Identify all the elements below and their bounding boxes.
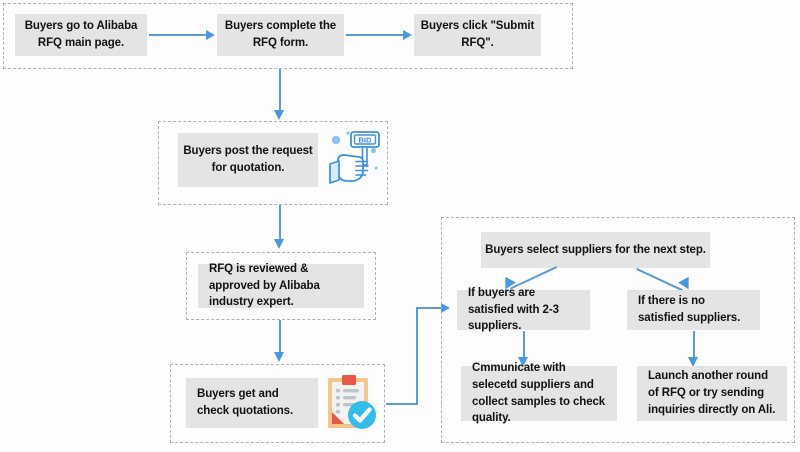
arrow-goto-to-complete-head (206, 30, 215, 40)
arrow-review-to-quotations-head (274, 352, 284, 362)
arrow-complete-to-submit-head (403, 30, 412, 40)
node-branch-satisfied[interactable]: If buyers are satisfied with 2-3 supplie… (457, 287, 590, 332)
connector-not-satisfied-to-relaunch (693, 331, 695, 359)
node-branch-satisfied-label: If buyers are satisfied with 2-3 supplie… (468, 287, 559, 333)
node-step-review-label: RFQ is reviewed & approved by Alibaba in… (209, 263, 320, 309)
node-step-quotations-label: Buyers get and check quotations. (197, 388, 294, 417)
arrow-satisfied-to-communicate-head (518, 357, 528, 367)
connector-review-to-quotations (279, 320, 281, 354)
arrow-post-to-review-head (274, 239, 284, 249)
supplier-decision-group (441, 217, 795, 443)
node-step-quotations[interactable]: Buyers get and check quotations. (186, 378, 318, 428)
node-step-post-label: Buyers post the request for quotation. (183, 145, 313, 174)
connector-complete-to-submit (346, 34, 403, 36)
connector-quotations-elbow-top (416, 307, 443, 309)
node-step-complete[interactable]: Buyers complete the RFQ form. (217, 14, 344, 56)
quotations-group (170, 364, 385, 443)
review-group (186, 252, 376, 320)
node-action-relaunch-label: Launch another round of RFQ or try sendi… (648, 370, 776, 416)
node-step-goto-label: Buyers go to Alibaba RFQ main page. (24, 20, 138, 49)
bid-paddle-hand-icon: BID (326, 128, 384, 186)
connector-goto-to-complete (149, 34, 206, 36)
submit-rfq-group (3, 3, 573, 69)
node-branch-not-satisfied[interactable]: If there is no satisfied suppliers. (627, 290, 760, 330)
node-branch-not-satisfied-label: If there is no satisfied suppliers. (638, 295, 741, 324)
post-request-group (158, 121, 388, 205)
connector-quotations-elbow-bottom (386, 403, 418, 405)
connector-satisfied-to-communicate (523, 331, 525, 359)
node-step-select-label: Buyers select suppliers for the next ste… (485, 243, 706, 256)
clipboard-check-icon (322, 374, 380, 432)
node-step-post[interactable]: Buyers post the request for quotation. (178, 133, 318, 187)
connector-post-to-review (279, 205, 281, 241)
node-step-review[interactable]: RFQ is reviewed & approved by Alibaba in… (198, 263, 364, 309)
node-step-submit[interactable]: Buyers click "Submit RFQ". (414, 14, 541, 56)
node-step-select[interactable]: Buyers select suppliers for the next ste… (481, 232, 710, 268)
connector-submit-to-post (279, 69, 281, 112)
node-step-complete-label: Buyers complete the RFQ form. (224, 20, 337, 49)
node-action-relaunch[interactable]: Launch another round of RFQ or try sendi… (637, 366, 787, 421)
node-action-communicate[interactable]: Cmmunicate with selecetd suppliers and c… (461, 362, 617, 424)
arrow-submit-to-post-head (274, 110, 284, 120)
bid-paddle-text: BID (358, 135, 372, 144)
node-action-communicate-label: Cmmunicate with selecetd suppliers and c… (472, 362, 606, 425)
arrow-not-satisfied-to-relaunch-head (688, 357, 698, 367)
node-step-submit-label: Buyers click "Submit RFQ". (420, 20, 535, 49)
node-step-goto[interactable]: Buyers go to Alibaba RFQ main page. (15, 14, 147, 56)
arrow-quotations-to-decision-head (441, 303, 450, 313)
connector-quotations-elbow-vertical (416, 307, 418, 404)
